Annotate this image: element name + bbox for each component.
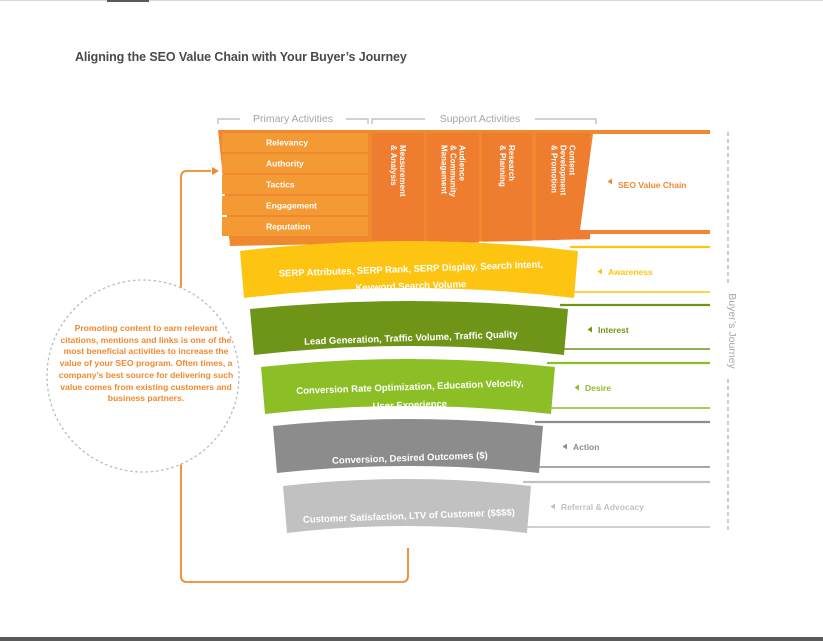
stage-description: Keyword Search Volume <box>355 279 466 294</box>
support-activities-header: Support Activities <box>440 113 521 125</box>
callout-circle <box>46 279 240 473</box>
primary-activity-reputation <box>222 217 368 236</box>
primary-activities-bracket <box>217 118 369 124</box>
funnel-band-interest <box>250 301 568 355</box>
feedback-loop-connector <box>180 170 409 583</box>
pointer-arrow-icon <box>574 384 579 391</box>
primary-activity-label: Reputation <box>266 222 310 232</box>
support-activity-content-development-promotion <box>536 133 590 241</box>
support-activity-label: Measurement <box>398 145 407 197</box>
pointer-arrow-icon <box>587 326 592 333</box>
support-activity-label: Content <box>568 145 577 176</box>
funnel-band-referral-advocacy <box>283 479 531 533</box>
funnel-stage-referral-advocacy: Customer Satisfaction, LTV of Customer (… <box>283 479 710 533</box>
bottom-rule <box>0 637 823 641</box>
funnel-stage-interest: Lead Generation, Traffic Volume, Traffic… <box>250 301 710 355</box>
top-rule <box>0 0 823 1</box>
page-title: Aligning the SEO Value Chain with Your B… <box>75 50 407 64</box>
primary-activity-label: Authority <box>266 159 304 169</box>
support-activity-label: & Analysis <box>389 145 398 186</box>
primary-activity-tactics <box>222 175 368 194</box>
primary-activity-relevancy <box>222 133 368 152</box>
primary-activity-label: Engagement <box>266 201 317 211</box>
stage-label-awareness: Awareness <box>608 267 653 277</box>
value-chain-block: RelevancyAuthorityTacticsEngagementReput… <box>218 130 710 246</box>
primary-activity-label: Tactics <box>266 180 295 190</box>
pointer-arrow-icon <box>562 443 567 450</box>
support-activity-label: & Promotion <box>550 145 559 193</box>
funnel-band-awareness <box>240 241 578 298</box>
support-activity-label: Research <box>507 145 516 181</box>
support-activity-research-planning <box>482 133 532 242</box>
support-activity-audience-community-management <box>427 133 479 244</box>
callout-text: Promoting content to earn relevant citat… <box>58 323 234 404</box>
funnel-bands: SERP Attributes, SERP Rank, SERP Display… <box>240 241 710 533</box>
stage-description: Conversion, Desired Outcomes ($) <box>332 450 488 466</box>
funnel-stage-action: Conversion, Desired Outcomes ($) Action <box>273 419 710 473</box>
stage-label-action: Action <box>573 442 599 452</box>
support-activity-label: & Community <box>449 145 458 198</box>
support-activities-bracket <box>371 118 597 124</box>
buyers-journey-label: Buyer’s Journey <box>726 293 738 369</box>
stage-description: User Experience <box>373 399 448 413</box>
top-tab-marker <box>107 0 149 2</box>
primary-activities-header: Primary Activities <box>253 113 333 125</box>
support-activities-list: Measurement& Analysis Audience& Community… <box>372 133 590 245</box>
funnel-band-desire <box>261 359 555 414</box>
pointer-arrow-icon <box>597 268 602 275</box>
support-activity-measurement-analysis <box>372 133 424 245</box>
stage-label-referral-advocacy: Referral & Advocacy <box>561 502 644 512</box>
stage-label-desire: Desire <box>585 383 611 393</box>
support-activity-label: & Planning <box>498 145 507 187</box>
arrow-head-icon <box>212 167 219 175</box>
funnel-stage-desire: Conversion Rate Optimization, Education … <box>261 359 710 414</box>
support-activity-label: Audience <box>458 145 467 182</box>
support-activity-label: Development <box>559 145 568 196</box>
stage-label-seo-value-chain: SEO Value Chain <box>618 180 687 190</box>
primary-activity-authority <box>222 154 368 173</box>
support-activity-label: Management <box>440 145 449 194</box>
pointer-arrow-icon <box>607 178 612 185</box>
funnel-stage-awareness: SERP Attributes, SERP Rank, SERP Display… <box>240 241 710 298</box>
funnel-band-action <box>273 419 543 473</box>
pointer-arrow-icon <box>550 503 555 510</box>
primary-activities-list: RelevancyAuthorityTacticsEngagementReput… <box>222 133 368 236</box>
primary-activity-label: Relevancy <box>266 138 308 148</box>
primary-activity-engagement <box>222 196 368 215</box>
stage-label-interest: Interest <box>598 325 629 335</box>
